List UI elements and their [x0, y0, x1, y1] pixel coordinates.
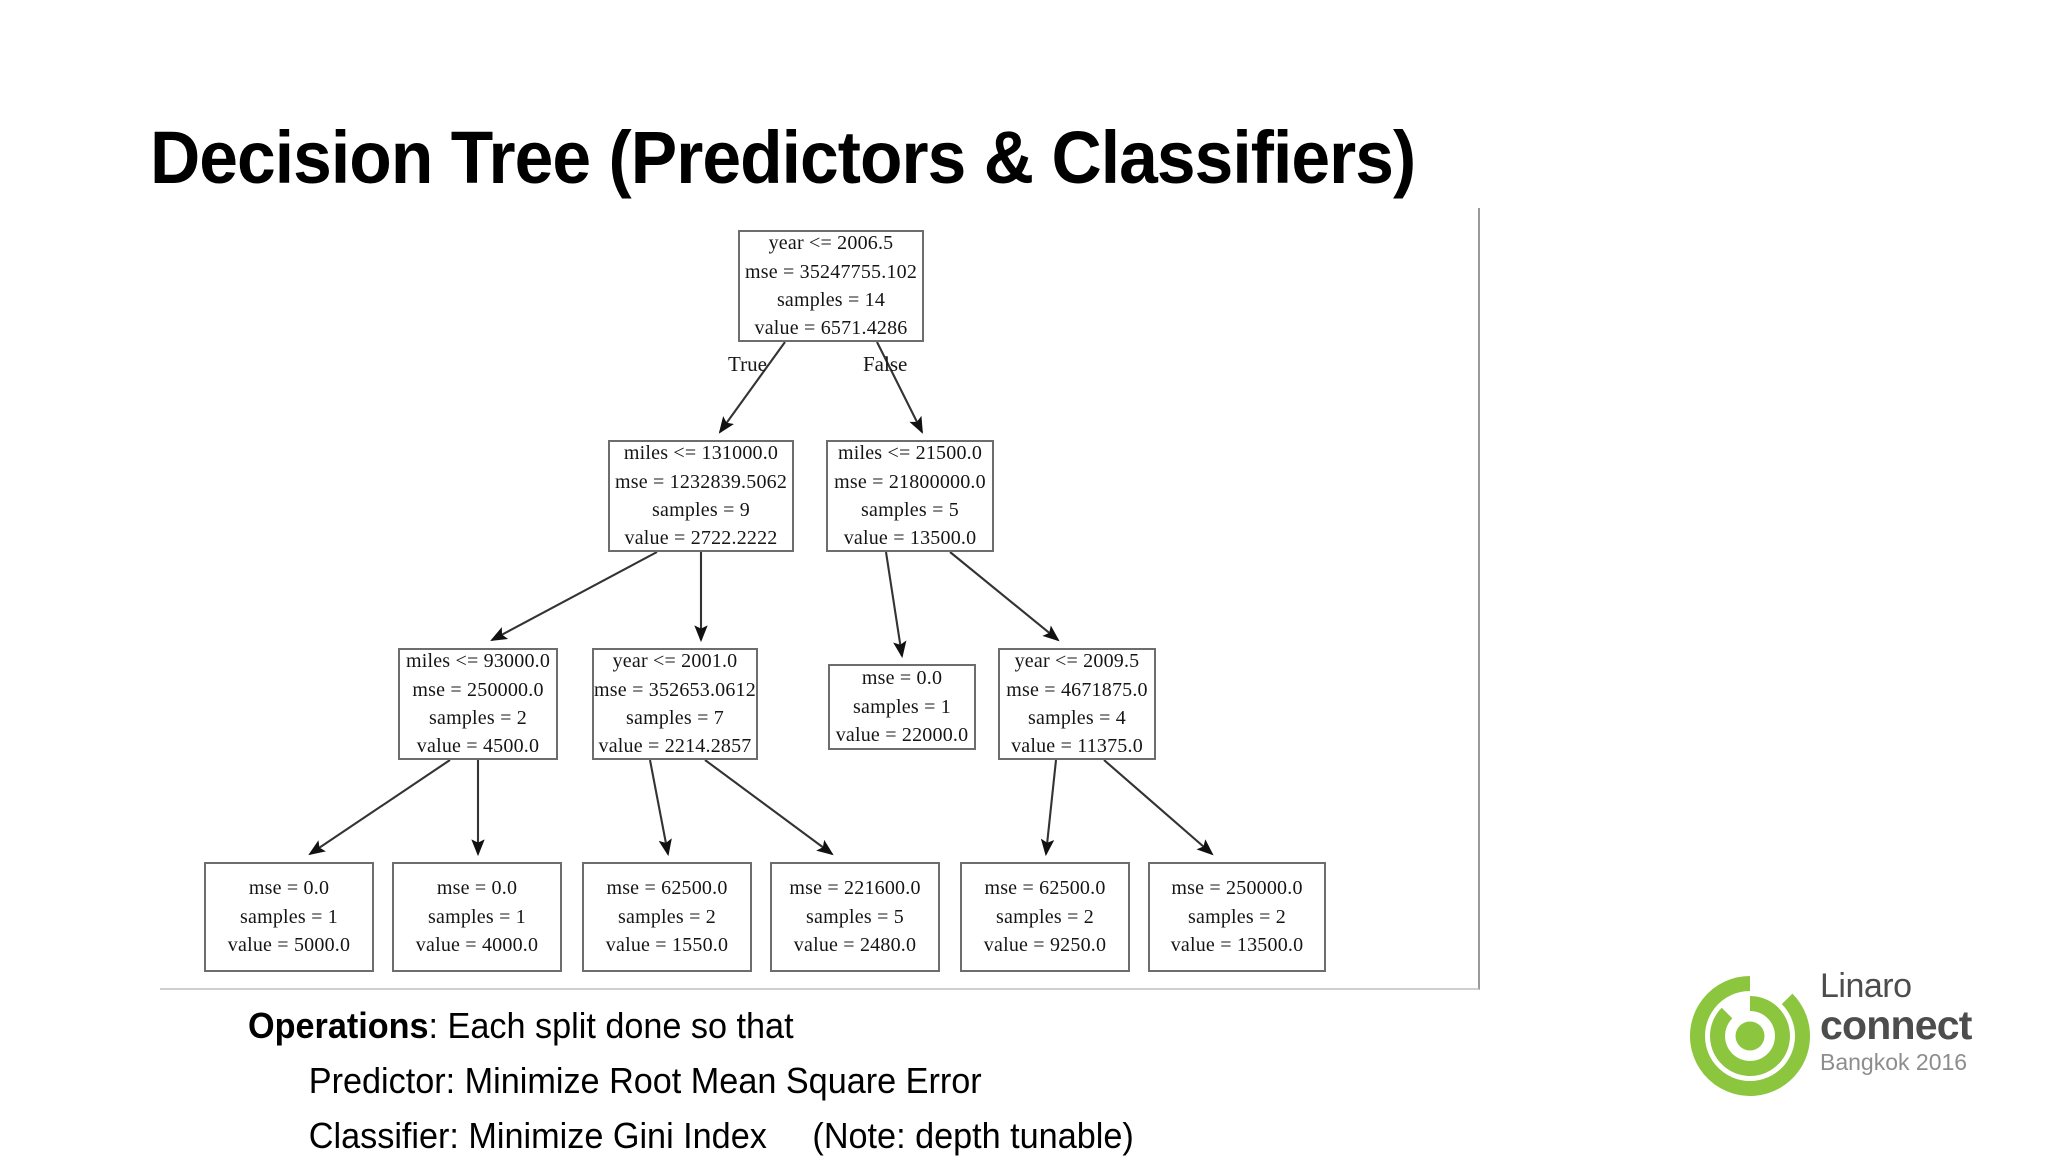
node-line: samples = 1 — [428, 905, 526, 928]
logo-linaro-word: Linaro — [1820, 967, 1912, 1005]
notes-line-1-rest: : Each split done so that — [428, 1005, 794, 1046]
node-line: miles <= 131000.0 — [623, 442, 779, 465]
node-line: mse = 250000.0 — [412, 678, 544, 701]
tree-connectors — [308, 341, 1214, 857]
tree-canvas: True False year <= 2006.5 mse = 35247755… — [160, 208, 1480, 990]
node-line: year <= 2001.0 — [612, 650, 738, 673]
node-line: value = 13500.0 — [843, 527, 977, 550]
node-line: miles <= 21500.0 — [837, 442, 983, 465]
tree-node-right[interactable]: miles <= 21500.0 mse = 21800000.0 sample… — [826, 440, 994, 552]
tree-node-right-left[interactable]: mse = 0.0 samples = 1 value = 22000.0 — [828, 664, 976, 750]
node-line: year <= 2006.5 — [768, 232, 894, 255]
node-line: value = 5000.0 — [227, 934, 351, 957]
node-line: mse = 221600.0 — [789, 877, 921, 900]
node-line: samples = 9 — [652, 499, 750, 521]
decision-tree-figure: True False year <= 2006.5 mse = 35247755… — [160, 208, 1480, 990]
notes-line-3a: Classifier: Minimize Gini Index — [308, 1115, 767, 1156]
node-line: mse = 4671875.0 — [1006, 678, 1148, 701]
node-line: mse = 0.0 — [248, 877, 330, 900]
tree-leaf-6[interactable]: mse = 250000.0 samples = 2 value = 13500… — [1148, 862, 1326, 972]
page-title: Decision Tree (Predictors & Classifiers) — [150, 116, 1416, 199]
node-line: samples = 5 — [806, 905, 904, 928]
notes-operations-label: Operations — [248, 1005, 429, 1046]
node-line: samples = 1 — [853, 695, 951, 718]
logo-location: Bangkok 2016 — [1820, 1049, 1968, 1075]
tree-leaf-1[interactable]: mse = 0.0 samples = 1 value = 5000.0 — [204, 862, 374, 972]
linaro-spiral-icon — [1690, 976, 1810, 1096]
node-line: samples = 2 — [1188, 905, 1286, 928]
notes-line-3b: (Note: depth tunable) — [812, 1115, 1134, 1156]
node-line: mse = 62500.0 — [606, 877, 728, 900]
linaro-center-dot — [1735, 1021, 1765, 1051]
tree-node-left-left[interactable]: miles <= 93000.0 mse = 250000.0 samples … — [398, 648, 558, 760]
edge-label-true: True — [728, 352, 767, 376]
node-line: samples = 2 — [429, 707, 527, 729]
node-line: value = 4000.0 — [415, 934, 539, 957]
linaro-logo-text: Linaro connect Bangkok 2016 — [1820, 968, 2040, 1077]
node-line: mse = 1232839.5062 — [614, 470, 788, 493]
notes-line-2: Predictor: Minimize Root Mean Square Err… — [308, 1060, 982, 1101]
node-line: samples = 5 — [861, 499, 959, 521]
node-line: value = 13500.0 — [1170, 934, 1304, 957]
node-line: mse = 250000.0 — [1171, 877, 1303, 900]
node-line: year <= 2009.5 — [1014, 650, 1140, 673]
node-line: samples = 2 — [996, 905, 1094, 928]
notes-line-3: Classifier: Minimize Gini Index (Note: de… — [248, 1108, 1134, 1163]
tree-node-root[interactable]: year <= 2006.5 mse = 35247755.102 sample… — [738, 230, 924, 342]
node-line: mse = 35247755.102 — [744, 260, 918, 283]
node-line: miles <= 93000.0 — [405, 650, 551, 673]
node-line: value = 22000.0 — [835, 724, 969, 747]
node-line: mse = 62500.0 — [984, 877, 1106, 900]
node-line: mse = 0.0 — [436, 877, 518, 900]
node-line: value = 9250.0 — [983, 934, 1107, 957]
node-line: samples = 2 — [618, 905, 716, 928]
node-line: mse = 352653.0612 — [594, 678, 756, 701]
tree-leaf-5[interactable]: mse = 62500.0 samples = 2 value = 9250.0 — [960, 862, 1130, 972]
tree-leaf-2[interactable]: mse = 0.0 samples = 1 value = 4000.0 — [392, 862, 562, 972]
notes-line-1: Operations: Each split done so that — [248, 998, 1134, 1053]
linaro-connect-logo: Linaro connect Bangkok 2016 — [1688, 968, 2038, 1098]
tree-node-right-right[interactable]: year <= 2009.5 mse = 4671875.0 samples =… — [998, 648, 1156, 760]
tree-leaf-4[interactable]: mse = 221600.0 samples = 5 value = 2480.… — [770, 862, 940, 972]
node-line: value = 1550.0 — [605, 934, 729, 957]
node-line: samples = 4 — [1028, 707, 1126, 729]
node-line: samples = 1 — [240, 905, 338, 928]
node-line: mse = 0.0 — [861, 667, 943, 690]
node-line: value = 11375.0 — [1011, 735, 1143, 758]
node-line: value = 2722.2222 — [624, 527, 778, 550]
node-line: samples = 7 — [626, 707, 724, 729]
tree-node-left-right[interactable]: year <= 2001.0 mse = 352653.0612 samples… — [592, 648, 758, 760]
logo-connect-word: connect — [1820, 1002, 1972, 1048]
tree-leaf-3[interactable]: mse = 62500.0 samples = 2 value = 1550.0 — [582, 862, 752, 972]
node-line: mse = 21800000.0 — [834, 470, 986, 493]
node-line: value = 2214.2857 — [598, 735, 752, 758]
slide-notes: Operations: Each split done so that Pred… — [248, 998, 1134, 1163]
node-line: value = 6571.4286 — [754, 317, 908, 340]
edge-label-false: False — [863, 352, 908, 376]
node-line: value = 4500.0 — [416, 735, 540, 758]
node-line: value = 2480.0 — [793, 934, 917, 957]
node-line: samples = 14 — [776, 289, 886, 311]
tree-node-left[interactable]: miles <= 131000.0 mse = 1232839.5062 sam… — [608, 440, 794, 552]
